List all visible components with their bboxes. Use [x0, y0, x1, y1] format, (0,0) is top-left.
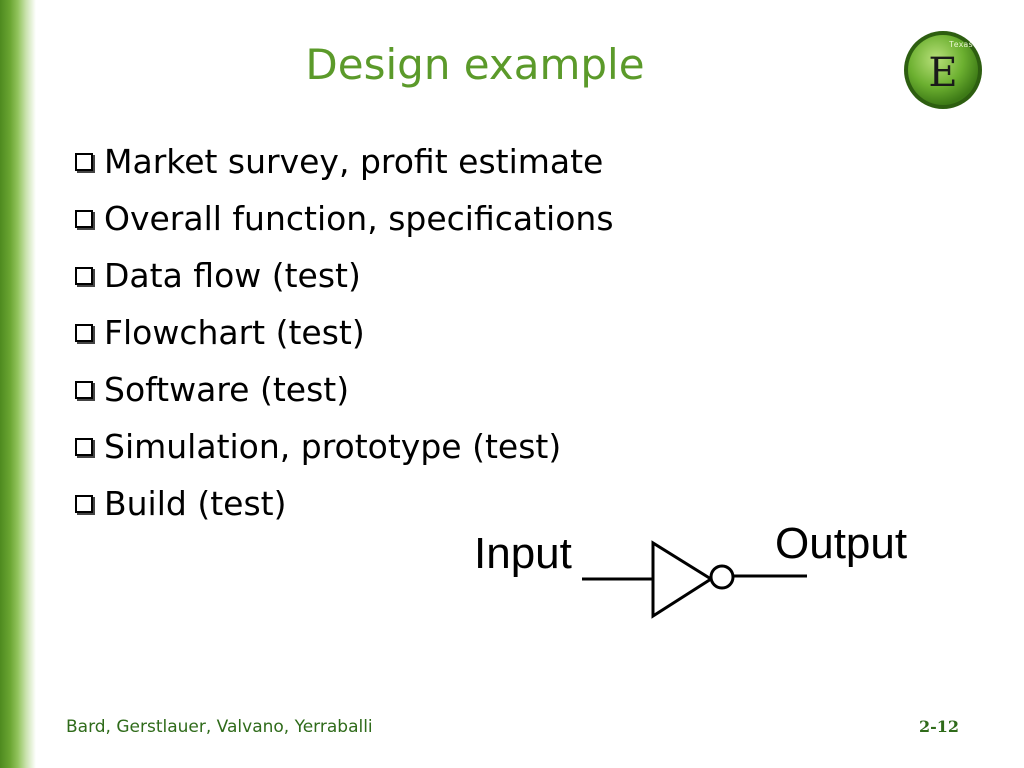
- checkbox-bullet-icon: [72, 207, 96, 231]
- slide-title: Design example: [305, 40, 645, 89]
- checkbox-bullet-icon: [72, 264, 96, 288]
- checkbox-bullet-icon: [72, 492, 96, 516]
- bullet-item: Market survey, profit estimate: [72, 133, 614, 190]
- svg-text:Texas: Texas: [949, 40, 973, 49]
- not-gate-diagram: Input Output: [474, 519, 907, 619]
- page-number: 2-12: [919, 717, 960, 736]
- not-gate-icon: [651, 540, 735, 619]
- output-label: Output: [775, 519, 907, 568]
- bullet-item: Overall function, specifications: [72, 190, 614, 247]
- footer-authors: Bard, Gerstlauer, Valvano, Yerraballi: [66, 717, 373, 737]
- texas-e-logo-icon: Texas E: [904, 31, 982, 109]
- checkbox-bullet-icon: [72, 378, 96, 402]
- bullet-list: Market survey, profit estimate Overall f…: [72, 133, 614, 532]
- bullet-item: Flowchart (test): [72, 304, 614, 361]
- left-accent-bar: [0, 0, 36, 768]
- bullet-item: Software (test): [72, 361, 614, 418]
- checkbox-bullet-icon: [72, 321, 96, 345]
- input-label: Input: [474, 529, 572, 578]
- checkbox-bullet-icon: [72, 150, 96, 174]
- bullet-item: Simulation, prototype (test): [72, 418, 614, 475]
- bullet-item: Data flow (test): [72, 247, 614, 304]
- bullet-item: Build (test): [72, 475, 614, 532]
- checkbox-bullet-icon: [72, 435, 96, 459]
- svg-text:E: E: [928, 50, 957, 96]
